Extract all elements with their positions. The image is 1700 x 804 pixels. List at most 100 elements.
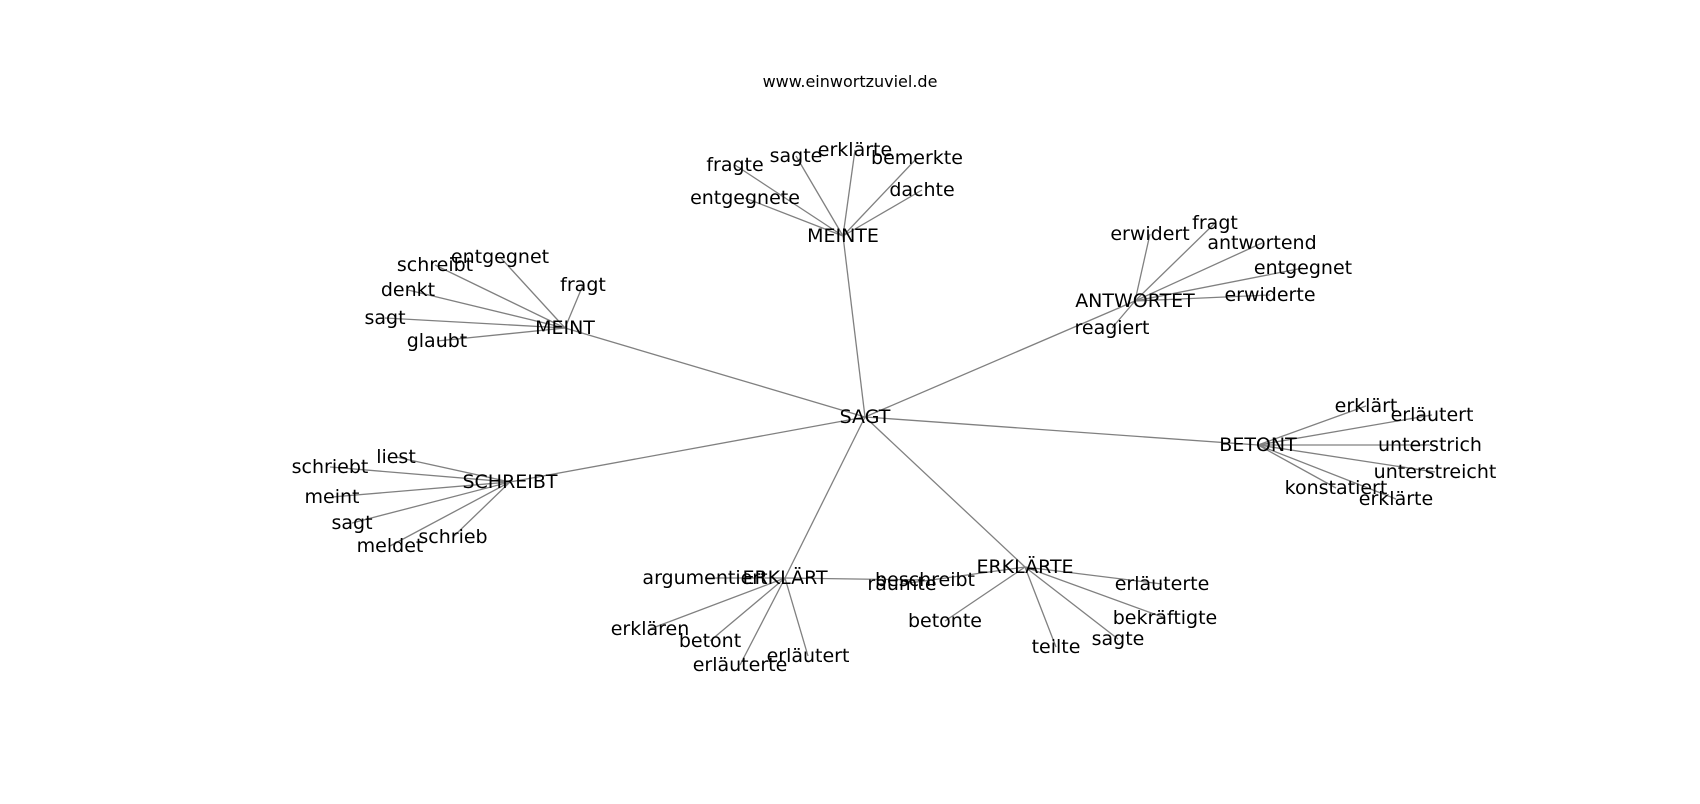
edge-hub-to-leaf [1024, 566, 1119, 640]
edge-center-to-hub [842, 235, 866, 418]
edge-hub-to-leaf [784, 577, 809, 657]
edge-hub-to-leaf [1024, 566, 1166, 619]
edge-hub-to-leaf [1024, 566, 1057, 648]
edge-hub-to-leaf [1257, 444, 1337, 489]
leaf-node-label: bekräftigte [1113, 607, 1218, 629]
leaf-node-label: erwiderte [1224, 284, 1315, 306]
leaf-node-label: konstatiert [1285, 477, 1388, 499]
edge-hub-to-leaf [434, 264, 566, 329]
leaf-node-label: argumentiert [642, 567, 767, 589]
edge-center-to-hub [864, 416, 1259, 446]
edge-hub-to-leaf [407, 289, 566, 329]
leaf-node-label: fragt [560, 274, 606, 296]
hub-node-label: SCHREIBT [462, 471, 557, 493]
leaf-node-label: entgegnete [690, 187, 800, 209]
edge-center-to-hub [864, 416, 1026, 568]
edge-hub-to-leaf [739, 577, 786, 666]
leaf-node-label: schrieb [418, 526, 487, 548]
hub-node-label: ERKLÄRTE [976, 555, 1073, 578]
leaf-node-label: erklärte [818, 139, 892, 161]
edge-hub-to-leaf [734, 164, 844, 237]
edge-hub-to-leaf [1024, 566, 1163, 585]
edge-hub-to-leaf [1134, 294, 1271, 302]
edge-center-to-hub [509, 416, 866, 483]
leaf-node-label: sagte [770, 145, 823, 167]
leaf-node-label: erläuterte [693, 654, 788, 676]
leaf-node-label: glaubt [407, 330, 468, 352]
leaf-node-label: antwortend [1207, 232, 1316, 254]
edge-hub-to-leaf [842, 157, 918, 237]
edge-hub-to-leaf [1134, 233, 1151, 302]
leaf-node-label: erläutert [767, 645, 850, 667]
hub-node-label: ANTWORTET [1075, 290, 1195, 312]
edge-hub-to-leaf [744, 197, 844, 237]
hub-node-label: ERKLÄRT [742, 566, 828, 589]
edge-hub-to-leaf [1257, 444, 1436, 473]
edge-hub-to-leaf [1257, 414, 1433, 446]
leaf-node-label: erklären [611, 618, 690, 640]
leaf-node-label: reagiert [1074, 317, 1149, 339]
edge-hub-to-leaf [842, 189, 923, 237]
edge-hub-to-leaf [795, 155, 844, 237]
leaf-node-label: erläutert [1391, 404, 1474, 426]
leaf-node-label: schriebt [292, 456, 369, 478]
leaf-node-label: beschreibt [875, 569, 975, 591]
edge-hub-to-leaf [1134, 267, 1304, 302]
edge-hub-to-leaf [384, 317, 566, 329]
edge-hub-to-leaf [395, 456, 511, 483]
edge-hub-to-leaf [1111, 300, 1136, 329]
leaf-node-label: räumte [867, 573, 936, 595]
edge-center-to-hub [564, 327, 866, 418]
edge-hub-to-leaf [329, 466, 511, 483]
edge-center-to-hub [784, 416, 866, 579]
edge-hub-to-leaf [452, 481, 511, 538]
leaf-node-label: unterstrich [1378, 434, 1482, 456]
leaf-node-label: erklärte [1359, 488, 1433, 510]
leaf-node-label: denkt [381, 279, 435, 301]
edge-hub-to-leaf [389, 481, 511, 547]
edge-hub-to-leaf [649, 577, 786, 630]
leaf-node-label: meint [305, 486, 360, 508]
leaf-node-label: fragte [706, 154, 763, 176]
edge-hub-to-leaf [1134, 242, 1263, 302]
hub-node-label: MEINTE [807, 225, 879, 247]
edge-hub-to-leaf [784, 577, 926, 581]
edge-hub-to-leaf [331, 481, 511, 498]
edge-hub-to-leaf [1257, 444, 1397, 500]
leaf-node-label: liest [376, 446, 416, 468]
edge-hub-to-leaf [351, 481, 511, 524]
edge-hub-to-leaf [944, 566, 1026, 622]
leaf-node-label: sagt [364, 307, 405, 329]
edge-hub-to-leaf [564, 284, 584, 329]
edge-hub-to-leaf [901, 566, 1026, 585]
leaf-node-label: betonte [908, 610, 982, 632]
leaf-node-label: erwidert [1110, 223, 1189, 245]
edge-hub-to-leaf [1257, 405, 1367, 446]
leaf-node-label: entgegnet [451, 246, 549, 268]
center-node-label: SAGT [840, 406, 891, 428]
leaf-node-label: dachte [889, 179, 954, 201]
leaf-node-label: sagt [331, 512, 372, 534]
leaf-node-label: schreibt [397, 254, 473, 276]
edge-hub-to-leaf [499, 256, 566, 329]
edge-hub-to-leaf [842, 149, 856, 237]
edge-hub-to-leaf [436, 327, 566, 342]
edge-hub-to-leaf [1134, 222, 1216, 302]
leaf-node-label: entgegnet [1254, 257, 1352, 279]
site-caption: www.einwortzuviel.de [762, 72, 938, 91]
leaf-node-label: sagte [1092, 628, 1145, 650]
leaf-node-label: betont [679, 630, 741, 652]
leaf-node-label: erläuterte [1115, 573, 1210, 595]
leaf-node-label: erklärt [1335, 395, 1398, 417]
leaf-node-label: teilte [1032, 636, 1081, 658]
leaf-node-label: unterstreicht [1374, 461, 1497, 483]
edge-center-to-hub [864, 300, 1136, 418]
leaf-node-label: meldet [357, 535, 424, 557]
leaf-node-label: fragt [1192, 212, 1238, 234]
leaf-node-label: bemerkte [871, 147, 963, 169]
hub-node-label: BETONT [1219, 434, 1297, 456]
edge-hub-to-leaf [709, 577, 786, 642]
hub-node-label: MEINT [535, 317, 595, 339]
